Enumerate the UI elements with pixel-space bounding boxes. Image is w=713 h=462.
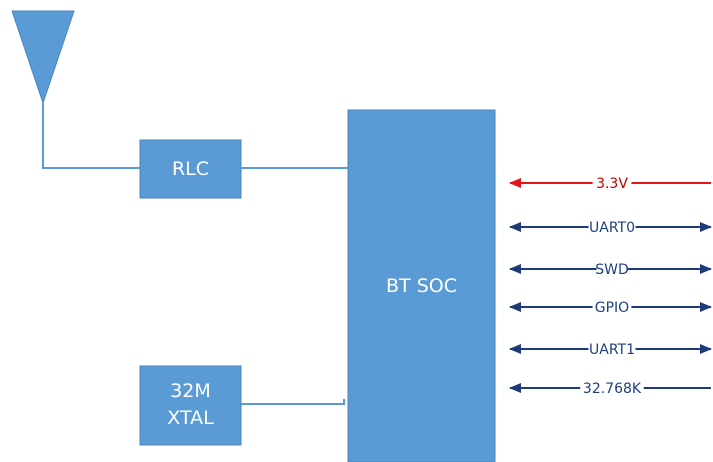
xtal-label-line2: XTAL bbox=[167, 407, 214, 429]
xtal-block[interactable] bbox=[140, 366, 241, 445]
antenna-feed-wire bbox=[43, 103, 140, 168]
antenna-icon bbox=[12, 11, 74, 103]
signal-swd-label: SWD bbox=[595, 262, 629, 278]
signal-uart1-label: UART1 bbox=[589, 342, 635, 358]
signal-power-label: 3.3V bbox=[596, 176, 628, 192]
bt-soc-label: BT SOC bbox=[386, 275, 457, 297]
signal-clock-label: 32.768K bbox=[583, 381, 642, 397]
rlc-label: RLC bbox=[172, 158, 209, 180]
signal-gpio-label: GPIO bbox=[595, 300, 629, 316]
xtal-to-soc-wire bbox=[241, 399, 344, 404]
xtal-label-line1: 32M bbox=[170, 380, 211, 402]
signal-uart0-label: UART0 bbox=[589, 220, 635, 236]
